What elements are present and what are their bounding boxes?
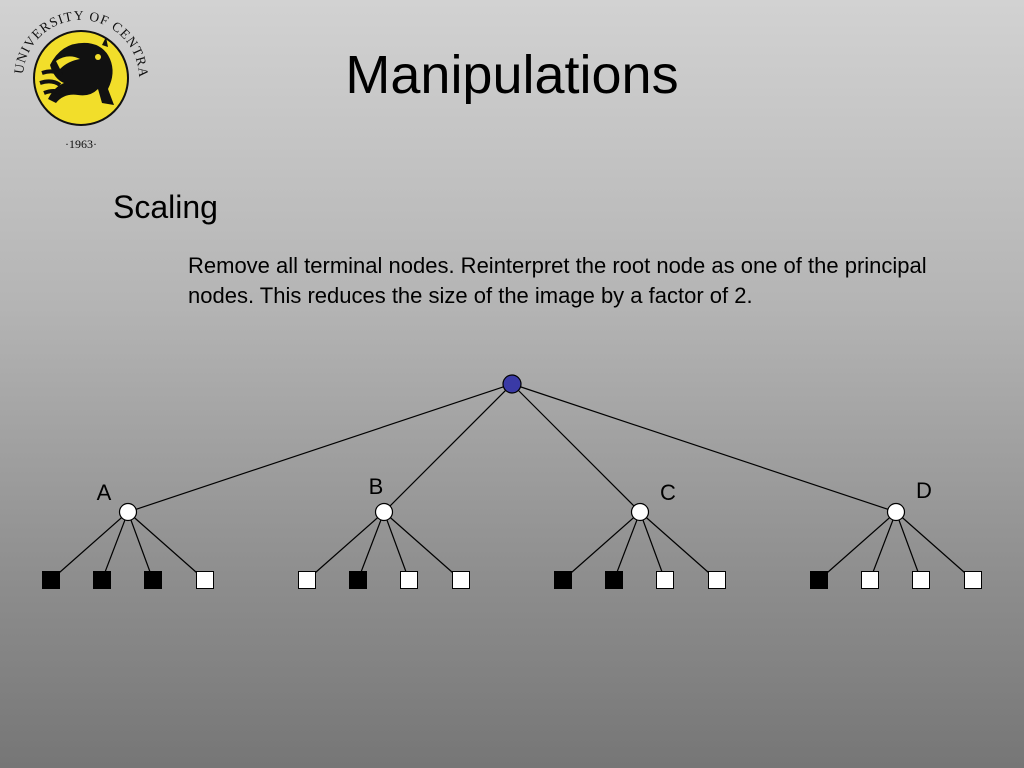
leaf-node-white bbox=[861, 571, 879, 589]
principal-node-a bbox=[118, 502, 138, 522]
leaf-node-black bbox=[810, 571, 828, 589]
edge-leaf bbox=[639, 511, 666, 581]
description-text: Remove all terminal nodes. Reinterpret t… bbox=[188, 253, 927, 308]
edge-leaf bbox=[357, 511, 385, 581]
node-label-a: A bbox=[97, 480, 112, 505]
node-label-b: B bbox=[369, 474, 384, 499]
edge-leaf bbox=[869, 511, 897, 581]
svg-text:·1963·: ·1963· bbox=[65, 137, 97, 151]
edge-leaf bbox=[895, 511, 974, 581]
leaf-node-white bbox=[656, 571, 674, 589]
leaf-node-white bbox=[400, 571, 418, 589]
ucf-logo: UNIVERSITY OF CENTRAL FLORIDA ·1963· bbox=[10, 3, 150, 151]
edge-leaf bbox=[306, 511, 385, 581]
edge-root-b bbox=[383, 383, 513, 513]
leaf-node-black bbox=[42, 571, 60, 589]
node-label-c: C bbox=[660, 480, 676, 505]
leaf-node-white bbox=[452, 571, 470, 589]
node-label-d: D bbox=[916, 478, 932, 503]
edge-leaf bbox=[127, 511, 154, 581]
edge-leaf bbox=[383, 511, 462, 581]
leaf-node-black bbox=[554, 571, 572, 589]
leaf-node-white bbox=[298, 571, 316, 589]
principal-node-d bbox=[886, 502, 906, 522]
leaf-node-black bbox=[605, 571, 623, 589]
edge-root-a bbox=[127, 383, 513, 513]
edge-leaf bbox=[613, 511, 641, 581]
edge-leaf bbox=[101, 511, 129, 581]
edge-leaf bbox=[818, 511, 897, 581]
leaf-node-white bbox=[196, 571, 214, 589]
edge-leaf bbox=[127, 511, 206, 581]
leaf-node-black bbox=[93, 571, 111, 589]
leaf-node-black bbox=[349, 571, 367, 589]
leaf-node-black bbox=[144, 571, 162, 589]
edge-leaf bbox=[895, 511, 922, 581]
edge-leaf bbox=[383, 511, 410, 581]
leaf-node-white bbox=[912, 571, 930, 589]
edge-root-d bbox=[511, 383, 897, 513]
principal-node-c bbox=[630, 502, 650, 522]
edge-leaf bbox=[639, 511, 718, 581]
leaf-node-white bbox=[708, 571, 726, 589]
edge-leaf bbox=[50, 511, 129, 581]
leaf-node-white bbox=[964, 571, 982, 589]
edge-leaf bbox=[562, 511, 641, 581]
principal-node-b bbox=[374, 502, 394, 522]
section-heading: Scaling bbox=[113, 189, 218, 225]
slide-title: Manipulations bbox=[345, 45, 679, 105]
root-node bbox=[502, 374, 522, 394]
edge-root-c bbox=[511, 383, 641, 513]
